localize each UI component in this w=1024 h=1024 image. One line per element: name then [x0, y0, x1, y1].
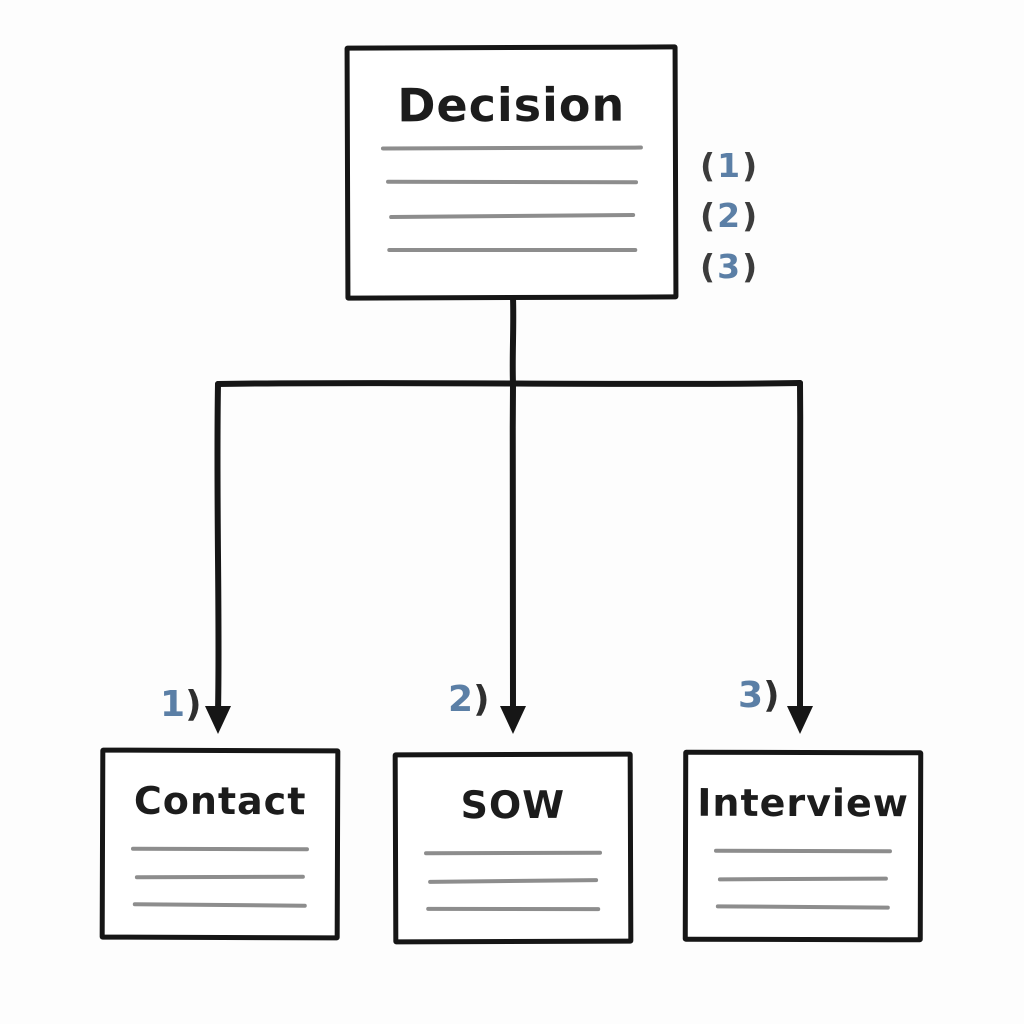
- annotation-1: (1): [700, 146, 759, 185]
- branch-1-arrowhead-icon: [205, 706, 231, 734]
- branch-1-number: 1: [160, 684, 186, 725]
- ruled-line: [380, 145, 643, 151]
- sow-box-title: SOW: [460, 782, 566, 828]
- annotation-2: (2): [700, 196, 759, 235]
- annotation-1-close-paren: ): [742, 146, 760, 185]
- ruled-line: [424, 850, 603, 856]
- branch-3-arrowhead-icon: [787, 706, 813, 734]
- ruled-line: [426, 906, 601, 912]
- ruled-line: [386, 247, 637, 252]
- branch-3-close-paren: ): [763, 675, 780, 716]
- branch-2-line: [509, 381, 517, 715]
- annotation-1-number: 1: [717, 146, 743, 185]
- ruled-line: [134, 874, 305, 880]
- decision-box-title: Decision: [397, 77, 626, 133]
- branch-2-label: 2): [448, 679, 490, 720]
- branch-1-label: 1): [160, 684, 202, 725]
- branch-2-number: 2: [448, 679, 474, 720]
- annotation-2-open-paren: (: [700, 196, 718, 235]
- contact-box-title: Contact: [133, 778, 307, 824]
- ruled-line: [428, 878, 599, 884]
- contact-box: Contact: [99, 747, 341, 941]
- interview-box: Interview: [682, 749, 924, 943]
- branch-1-line: [214, 381, 222, 715]
- annotation-2-close-paren: ): [742, 196, 760, 235]
- annotation-2-number: 2: [717, 196, 743, 235]
- ruled-line: [130, 846, 309, 852]
- annotation-3-number: 3: [717, 247, 743, 286]
- ruled-line: [388, 212, 635, 220]
- ruled-line: [385, 179, 638, 185]
- branch-2-close-paren: ): [473, 679, 490, 720]
- branch-2-arrowhead-icon: [500, 706, 526, 734]
- ruled-line: [713, 848, 892, 854]
- annotation-1-open-paren: (: [700, 146, 718, 185]
- sow-box-text-lines: [398, 850, 628, 912]
- branch-3-number: 3: [738, 675, 764, 716]
- sow-box: SOW: [392, 751, 634, 945]
- interview-box-text-lines: [688, 848, 918, 910]
- ruled-line: [132, 902, 307, 908]
- root-stem-line: [509, 295, 517, 387]
- annotation-3-close-paren: ): [742, 247, 760, 286]
- contact-box-text-lines: [105, 846, 335, 908]
- branch-3-line: [796, 380, 804, 715]
- annotation-3: (3): [700, 247, 759, 286]
- interview-box-title: Interview: [697, 780, 909, 826]
- ruled-line: [717, 876, 888, 882]
- ruled-line: [715, 904, 890, 910]
- annotation-3-open-paren: (: [700, 247, 718, 286]
- branch-1-close-paren: ): [185, 684, 202, 725]
- branch-3-label: 3): [738, 675, 780, 716]
- decision-box-text-lines: [350, 145, 673, 252]
- decision-box: Decision: [344, 44, 679, 301]
- branch-crossbar-line: [215, 380, 803, 387]
